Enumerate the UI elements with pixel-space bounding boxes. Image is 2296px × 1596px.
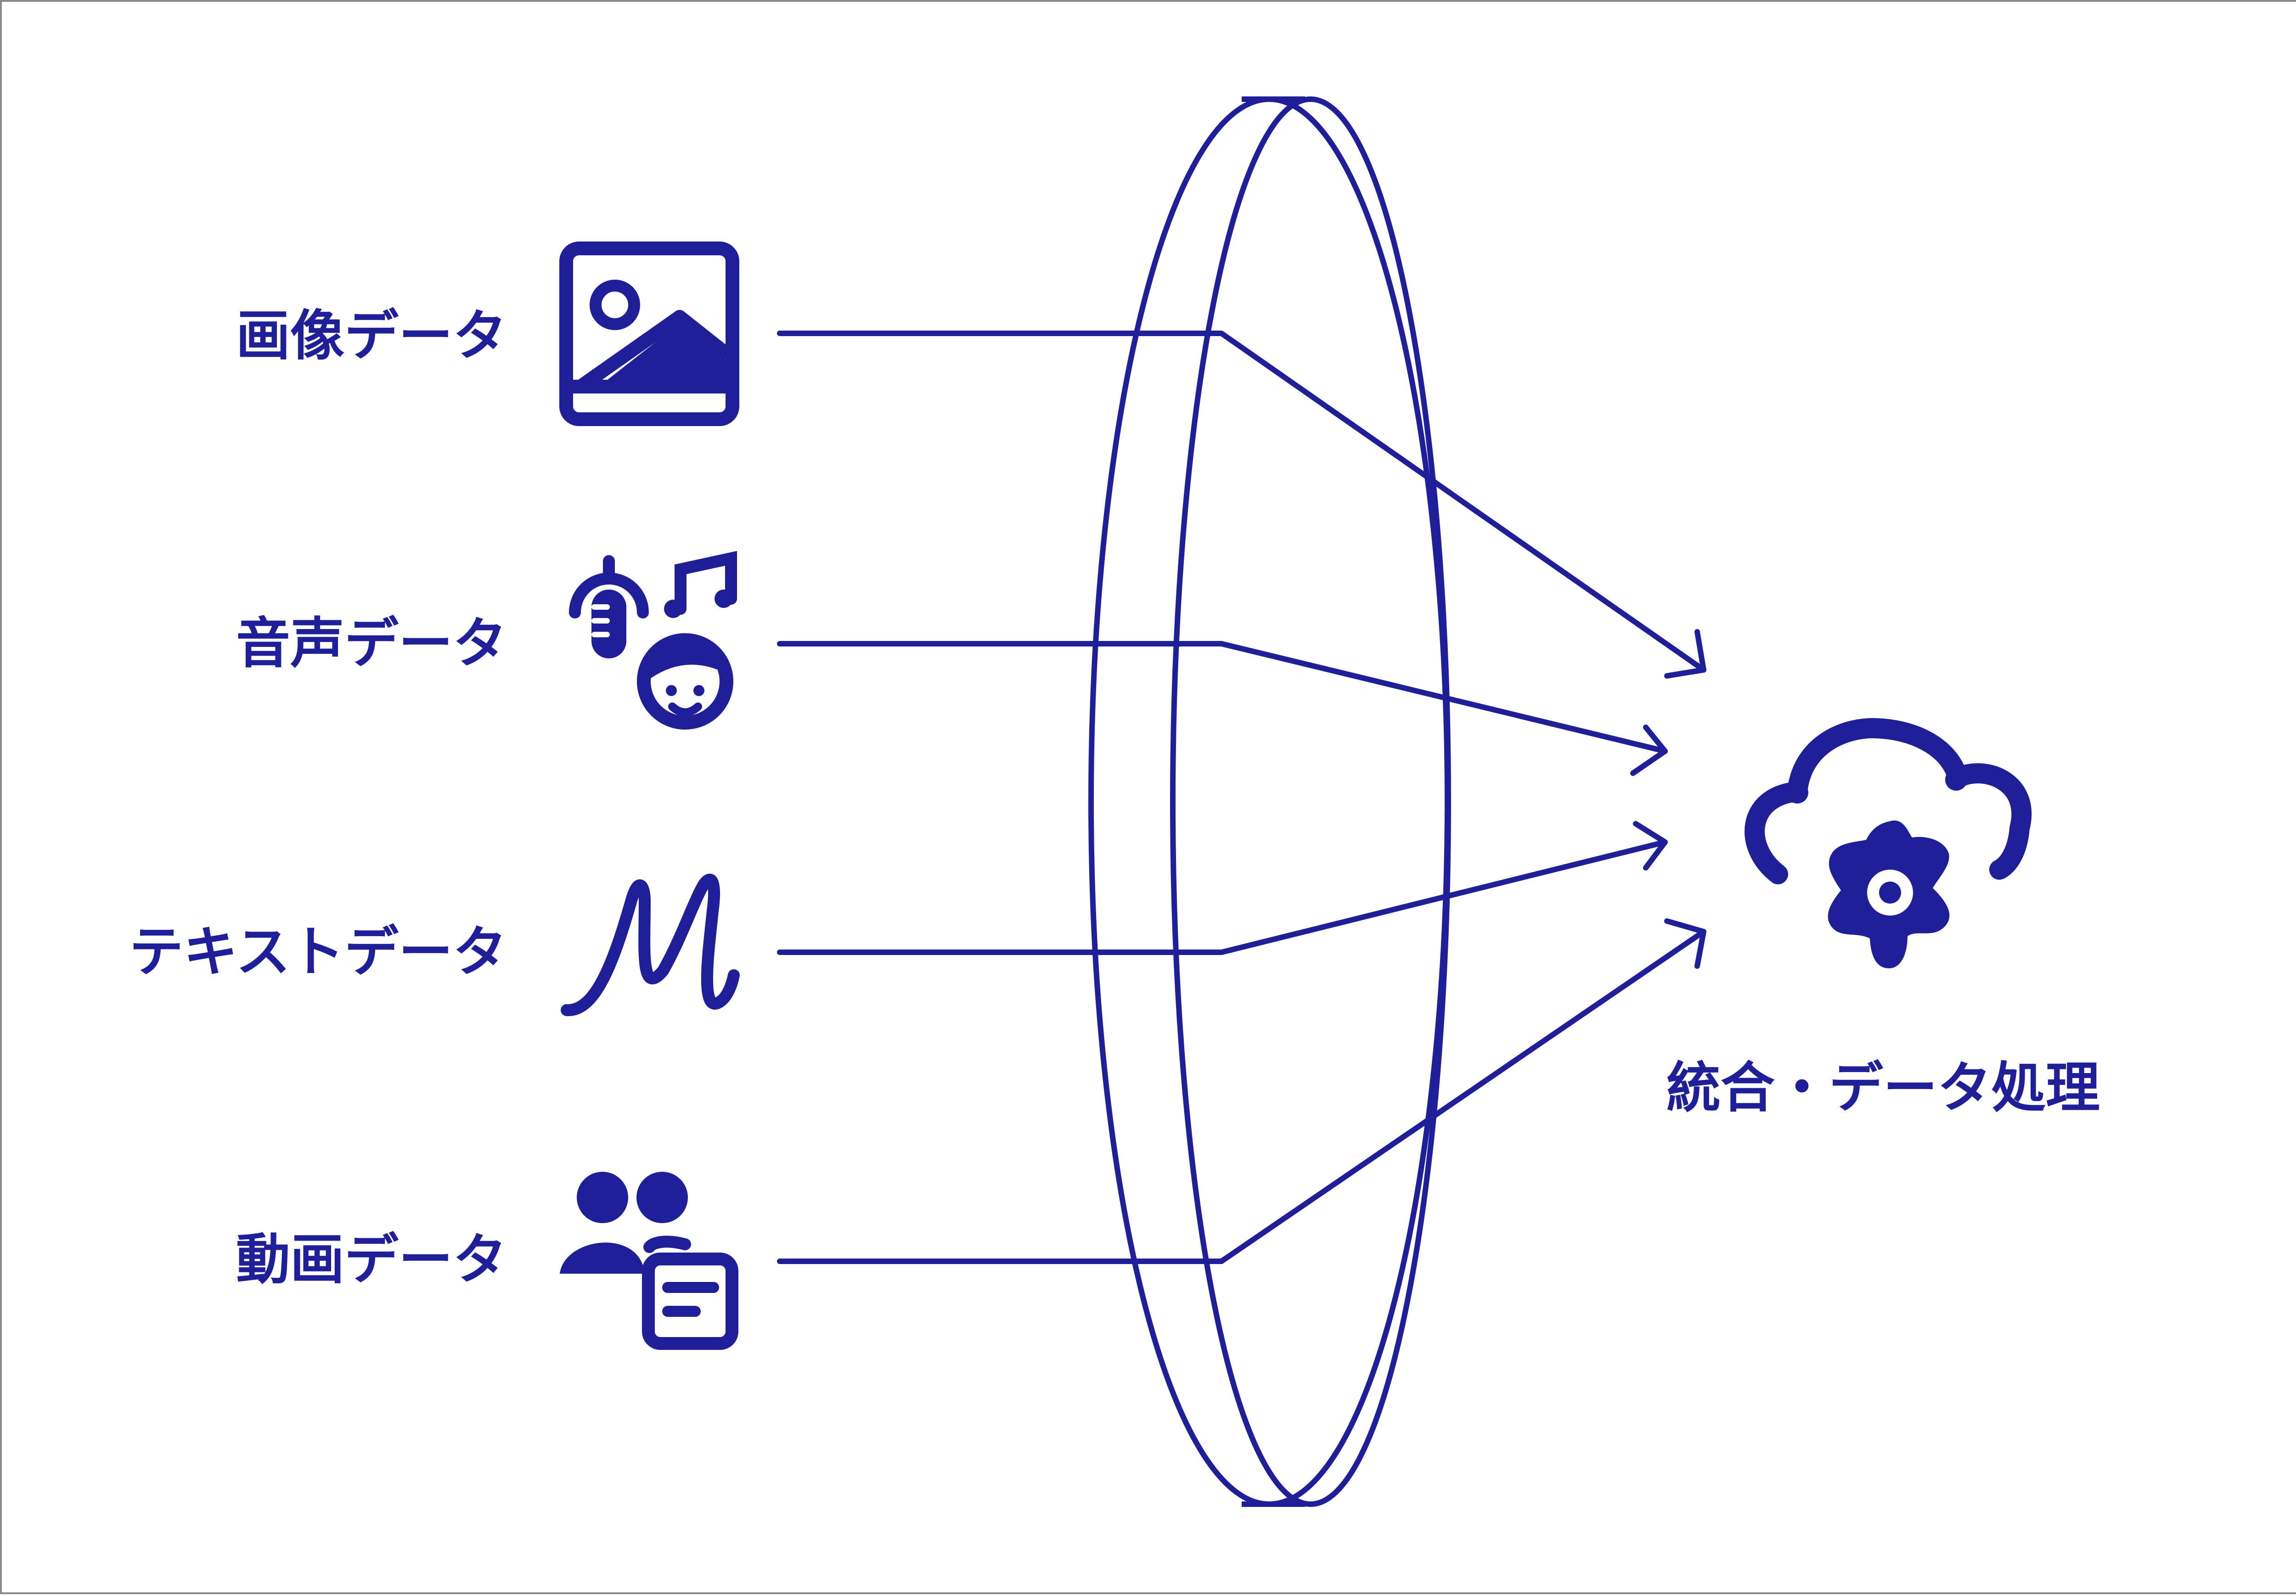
voice-music-icon <box>569 551 737 730</box>
output-label: 統合・データ処理 <box>1666 1056 2100 1119</box>
arrow-text <box>777 839 1668 955</box>
arrows <box>777 331 1706 1264</box>
arrow-audio <box>777 641 1668 754</box>
lens-disc <box>1088 96 1451 1507</box>
image-icon <box>559 242 739 426</box>
arrow-video <box>777 929 1706 1264</box>
people-card-icon <box>560 1172 738 1350</box>
input-label-video: 動画データ <box>236 1228 507 1291</box>
text-script-icon <box>561 874 740 1017</box>
input-label-image: 画像データ <box>236 304 507 367</box>
input-label-text: テキストデータ <box>129 920 507 983</box>
arrow-image <box>777 331 1706 673</box>
cloud-gear-icon <box>1745 718 2032 968</box>
input-label-audio: 音声データ <box>236 612 507 675</box>
